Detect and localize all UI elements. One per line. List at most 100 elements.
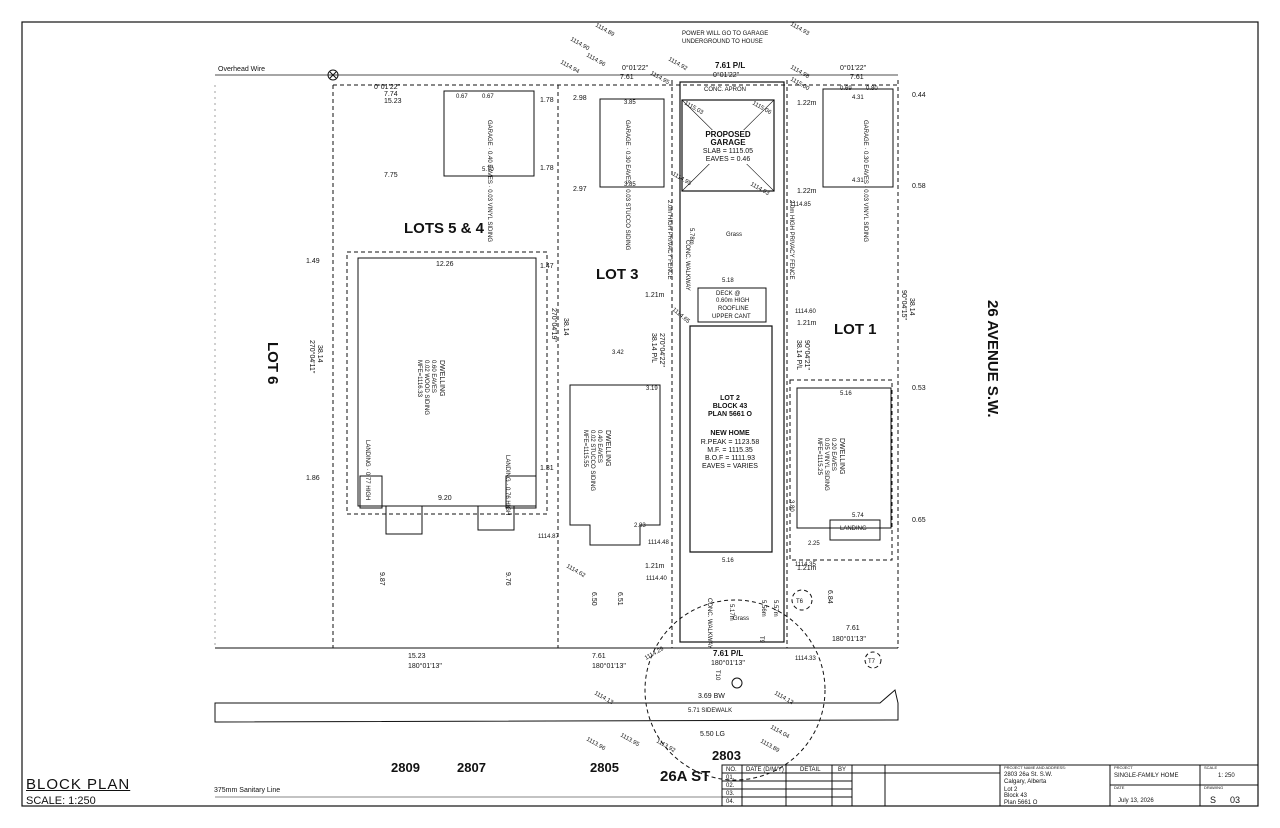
svg-text:0°01'22": 0°01'22": [374, 83, 401, 91]
svg-text:R.PEAK = 1123.58: R.PEAK = 1123.58: [701, 439, 760, 446]
svg-text:03.: 03.: [726, 791, 735, 797]
svg-text:38.14: 38.14: [562, 318, 569, 336]
svg-text:M.F. = 1115.35: M.F. = 1115.35: [707, 447, 753, 454]
svg-text:DATE: DATE: [1114, 785, 1125, 790]
svg-text:6.50: 6.50: [590, 592, 597, 606]
svg-text:1114.40: 1114.40: [646, 576, 667, 582]
svg-text:0.20 EAVES: 0.20 EAVES: [830, 438, 836, 471]
svg-text:7.61 P/L: 7.61 P/L: [715, 61, 745, 70]
svg-text:1114.48: 1114.48: [648, 540, 669, 546]
svg-text:180°01'13": 180°01'13": [832, 635, 866, 643]
deck-l1: DECK @: [716, 291, 740, 297]
svg-text:MFE=1116.33: MFE=1116.33: [416, 360, 422, 398]
svg-text:1.47: 1.47: [540, 263, 554, 270]
svg-text:0°01'22": 0°01'22": [840, 64, 867, 72]
grass-upper: Grass: [726, 232, 742, 238]
svg-text:1114.85: 1114.85: [790, 202, 811, 208]
svg-text:0°01'22": 0°01'22": [622, 64, 649, 72]
svg-text:BLOCK 43: BLOCK 43: [713, 403, 748, 410]
svg-text:1114.93: 1114.93: [789, 22, 811, 38]
svg-text:1114.62: 1114.62: [565, 564, 587, 580]
power-pole-icon: [327, 69, 339, 81]
svg-text:1.78: 1.78: [540, 97, 554, 104]
dwelling-left: [357, 257, 537, 507]
new-home: [689, 325, 773, 553]
svg-text:BY: BY: [838, 767, 846, 773]
svg-text:1114.35: 1114.35: [795, 562, 816, 568]
svg-text:2.25: 2.25: [808, 541, 820, 547]
svg-text:T7: T7: [868, 659, 876, 665]
svg-text:1114.94: 1114.94: [559, 60, 581, 76]
label-lot6: LOT 6: [264, 342, 281, 385]
svg-text:38.14: 38.14: [908, 298, 915, 316]
svg-text:1114.13: 1114.13: [593, 691, 615, 707]
svg-text:3.42: 3.42: [612, 350, 624, 356]
svg-text:1113.96: 1113.96: [585, 737, 607, 753]
svg-text:PROJECT: PROJECT: [1114, 765, 1133, 770]
svg-text:July 13, 2026: July 13, 2026: [1118, 798, 1154, 804]
svg-text:5.16: 5.16: [840, 391, 852, 397]
svg-text:0.67: 0.67: [456, 94, 468, 100]
svg-text:SINGLE-FAMILY HOME: SINGLE-FAMILY HOME: [1114, 773, 1178, 779]
svg-text:MFE=1115.55: MFE=1115.55: [582, 430, 588, 468]
svg-text:9.20: 9.20: [438, 495, 452, 502]
svg-text:NEW HOME: NEW HOME: [710, 430, 750, 437]
svg-text:1.21m: 1.21m: [797, 565, 817, 572]
svg-text:3.69 BW: 3.69 BW: [698, 693, 725, 700]
svg-text:5.71 SIDEWALK: 5.71 SIDEWALK: [688, 708, 732, 714]
svg-text:2803 26a St. S.W.: 2803 26a St. S.W.: [1004, 772, 1053, 778]
dwelling-right-label: DWELLING 0.20 EAVES 0.05 VINYL SIDING MF…: [816, 438, 845, 491]
svg-text:S: S: [1210, 795, 1216, 805]
svg-text:1.78: 1.78: [540, 165, 554, 172]
svg-text:15.23: 15.23: [408, 653, 426, 660]
svg-text:1.86: 1.86: [306, 475, 320, 482]
svg-text:1: 250: 1: 250: [1218, 773, 1235, 779]
svg-text:1114.96: 1114.96: [585, 53, 607, 69]
svg-text:0.80: 0.80: [866, 86, 878, 92]
svg-text:12.26: 12.26: [436, 261, 454, 268]
svg-text:MFE=1115.25: MFE=1115.25: [816, 438, 822, 476]
svg-text:7.61: 7.61: [620, 74, 634, 81]
svg-text:1.22m: 1.22m: [797, 100, 817, 107]
svg-text:2.83: 2.83: [634, 523, 646, 529]
svg-text:90°04'15": 90°04'15": [900, 290, 908, 320]
svg-text:T9: T9: [758, 636, 764, 644]
svg-text:1114.60: 1114.60: [795, 309, 816, 315]
svg-text:0.05 VINYL SIDING: 0.05 VINYL SIDING: [823, 438, 829, 491]
svg-text:9.87: 9.87: [378, 572, 385, 586]
svg-text:02.: 02.: [726, 783, 735, 789]
svg-text:B.O.F = 1111.93: B.O.F = 1111.93: [705, 455, 755, 462]
svg-text:NO.: NO.: [726, 767, 737, 773]
dwelling-lot1: [796, 387, 892, 529]
garage-l4: EAVES = 0.46: [706, 156, 751, 163]
garage-left-label: GARAGE · 0.40 EAVES · 0.03 VINYL SIDING: [486, 120, 492, 242]
address-2805: 2805: [590, 760, 619, 775]
address-2807: 2807: [457, 760, 486, 775]
proposed-garage: [681, 99, 775, 192]
svg-text:0.60 EAVES: 0.60 EAVES: [430, 360, 436, 393]
tree-protection-circle: [644, 599, 826, 781]
lot2-boundary: [679, 81, 785, 643]
svg-text:DETAIL: DETAIL: [800, 767, 821, 773]
street-label: 26 AVENUE S.W.: [984, 300, 1001, 418]
overhead-wire-label: Overhead Wire: [218, 66, 265, 73]
svg-text:7.61: 7.61: [846, 625, 860, 632]
svg-text:1.22m: 1.22m: [797, 188, 817, 195]
svg-text:1114.33: 1114.33: [795, 656, 816, 662]
svg-text:SCALE: SCALE: [1204, 765, 1217, 770]
svg-text:1115.03: 1115.03: [683, 101, 705, 117]
svg-text:5.16: 5.16: [722, 558, 734, 564]
power-note-2: UNDERGROUND TO HOUSE: [682, 39, 763, 45]
svg-text:1113.89: 1113.89: [759, 739, 781, 755]
svg-text:9.76: 9.76: [504, 572, 511, 586]
svg-text:DRAWING: DRAWING: [1204, 785, 1223, 790]
svg-text:Lot 2: Lot 2: [1004, 787, 1018, 793]
svg-text:38.14: 38.14: [316, 345, 323, 363]
svg-text:DWELLING: DWELLING: [604, 430, 611, 467]
landing-c-label: LANDING: [840, 526, 867, 532]
street-bottom-label: 26A ST: [660, 768, 710, 785]
svg-text:DWELLING: DWELLING: [838, 438, 845, 475]
svg-text:2.97: 2.97: [573, 186, 587, 193]
svg-text:0.58: 0.58: [912, 183, 926, 190]
garage-l1: PROPOSED: [705, 130, 751, 139]
